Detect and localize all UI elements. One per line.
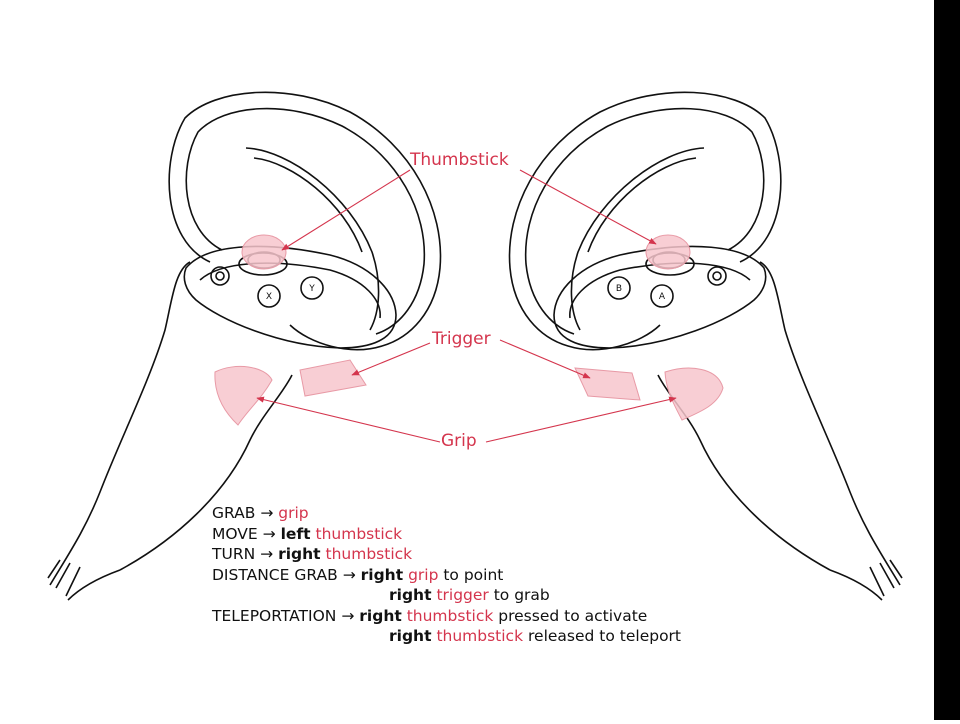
legend-teleportation-2: right thumbstick released to teleport	[212, 626, 681, 647]
right-a-button	[650, 284, 674, 308]
left-trigger-highlight	[299, 359, 367, 397]
left-thumbstick-highlight	[241, 234, 287, 270]
left-x-label: X	[266, 292, 272, 302]
controls-legend: GRAB → grip MOVE → left thumbstick TURN …	[212, 503, 681, 647]
left-x-button	[257, 284, 281, 308]
legend-teleportation-action-1: pressed to activate	[498, 606, 648, 625]
right-tracking-ring-inner	[524, 107, 765, 335]
left-tracking-ring	[168, 91, 442, 351]
trigger-leader-left	[351, 342, 431, 376]
left-menu-button	[210, 266, 230, 286]
legend-teleportation-side-2: right	[389, 627, 432, 645]
right-b-button	[607, 276, 631, 300]
legend-grab: GRAB → grip	[212, 503, 681, 524]
legend-distance-grab-action-1: to point	[443, 565, 504, 584]
legend-arrow: →	[262, 524, 276, 543]
legend-turn-side: right	[278, 545, 321, 563]
legend-grab-label: GRAB	[212, 504, 256, 522]
right-b-label: B	[616, 284, 622, 294]
right-thumbstick-highlight	[645, 234, 691, 270]
legend-teleportation: TELEPORTATION → right thumbstick pressed…	[212, 606, 681, 627]
legend-arrow: →	[342, 565, 356, 584]
legend-move: MOVE → left thumbstick	[212, 524, 681, 545]
thumbstick-leader-right	[519, 169, 657, 245]
grip-leader-left	[256, 396, 441, 443]
legend-arrow: →	[260, 504, 274, 522]
left-tracking-ring-inner	[185, 107, 426, 335]
left-y-label: Y	[308, 284, 315, 294]
legend-arrow: →	[341, 606, 355, 625]
grip-leader-right	[485, 396, 677, 443]
legend-move-side: left	[280, 524, 311, 543]
legend-move-control: thumbstick	[315, 524, 403, 543]
trigger-callout: Trigger	[432, 329, 491, 349]
legend-move-label: MOVE	[212, 524, 258, 543]
grip-callout: Grip	[441, 431, 477, 451]
legend-turn-label: TURN	[212, 545, 256, 563]
legend-distance-grab-side-2: right	[389, 586, 432, 604]
thumbstick-leader-left	[281, 169, 411, 251]
legend-turn-control: thumbstick	[325, 545, 413, 563]
legend-teleportation-side-1: right	[359, 606, 402, 625]
right-trigger-highlight	[574, 367, 641, 401]
legend-distance-grab-label: DISTANCE GRAB	[212, 565, 338, 584]
legend-distance-grab-control-1: grip	[408, 565, 439, 584]
page-border	[934, 0, 960, 720]
legend-distance-grab: DISTANCE GRAB → right grip to point	[212, 565, 681, 586]
right-menu-button	[707, 266, 727, 286]
right-a-label: A	[659, 292, 666, 302]
legend-distance-grab-action-2: to grab	[493, 586, 550, 604]
legend-distance-grab-side-1: right	[360, 565, 404, 584]
legend-distance-grab-2: right trigger to grab	[212, 585, 681, 606]
right-grip-highlight	[664, 367, 724, 421]
legend-teleportation-control-2: thumbstick	[436, 627, 524, 645]
legend-arrow: →	[260, 545, 274, 563]
legend-grab-control: grip	[278, 504, 309, 522]
right-handle	[657, 261, 901, 586]
legend-teleportation-control-1: thumbstick	[406, 606, 494, 625]
right-tracking-ring	[508, 91, 782, 351]
legend-teleportation-label: TELEPORTATION	[212, 606, 337, 625]
trigger-leader-right	[499, 339, 591, 379]
legend-turn: TURN → right thumbstick	[212, 544, 681, 565]
legend-distance-grab-control-2: trigger	[436, 586, 489, 604]
legend-teleportation-action-2: released to teleport	[528, 627, 682, 645]
thumbstick-callout: Thumbstick	[410, 150, 509, 170]
left-y-button	[300, 276, 324, 300]
left-handle	[49, 261, 293, 586]
